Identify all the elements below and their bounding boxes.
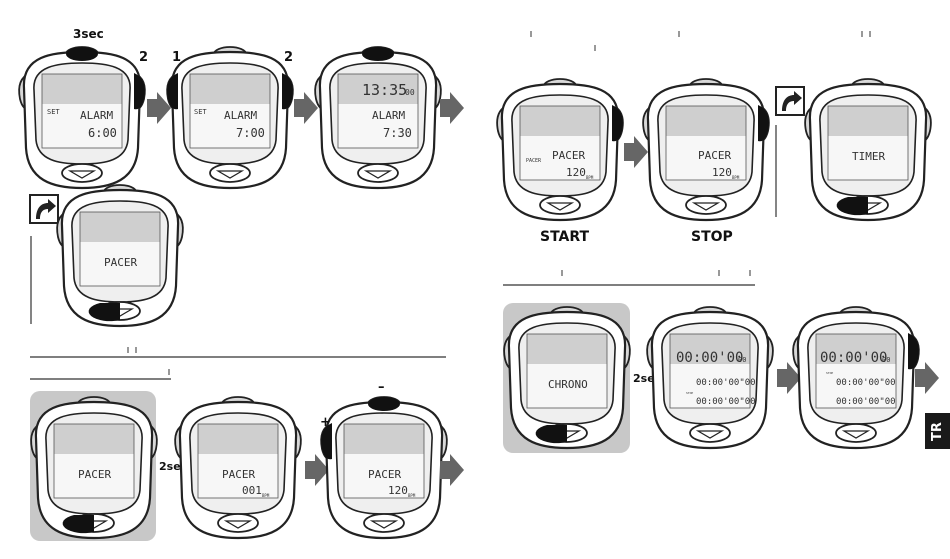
chrono-lap-time: 00:00'00"00 [836,397,896,407]
flow-arrow [440,454,464,486]
button-1-label: 1 [172,50,181,65]
clock-time: 13:35 [362,81,407,99]
alarm-time: 6:00 [88,126,117,140]
clock-seconds: 00 [405,88,415,97]
mode-change-icon [30,195,58,223]
bpm-unit: BPM [732,175,740,180]
pacer-mode-label: PACER [78,468,111,481]
timer-mode-label: TIMER [852,150,885,163]
alarm-time: 7:00 [236,126,265,140]
flow-arrow [440,92,464,124]
hold-3sec-label: 3sec [73,27,104,41]
start-label: START [540,229,590,245]
plus-label: + [320,415,331,430]
alarm-label: ALARM [224,109,257,122]
minus-label: – [378,380,385,395]
bpm-value: 120 [388,484,408,497]
chrono-split-time: 00:00'00"00 [696,378,756,388]
stop-tag: STOP [826,371,833,375]
flow-arrow [305,454,329,486]
stop-label: STOP [691,229,733,245]
button-2-label: 2 [139,50,148,65]
alarm-time: 7:30 [383,126,412,140]
pacer-mode-label: PACER [698,149,731,162]
bpm-unit: BPM [262,493,270,498]
stop-tag: STOP [686,391,693,395]
mode-change-icon [776,87,804,115]
language-tab: TR [925,413,950,449]
language-tab-label: TR [930,422,945,441]
alarm-label: ALARM [80,109,113,122]
alarm-label: ALARM [372,109,405,122]
flow-arrow [624,136,648,168]
bpm-value: 120 [712,166,732,179]
bpm-unit: BPM [408,493,416,498]
chrono-time-main-small: 00 [738,356,746,364]
bpm-value: 120 [566,166,586,179]
chrono-time-main: 00:00'00 [676,350,743,366]
pacer-mode-label: PACER [368,468,401,481]
pacer-mode-label: PACER [222,468,255,481]
pacer-mode-label: PACER [104,256,137,269]
chrono-time-main: 00:00'00 [820,350,887,366]
chrono-split-time: 00:00'00"00 [836,378,896,388]
pacer-indicator: PACER [526,158,542,164]
set-indicator: SET [47,108,60,116]
button-2-label: 2 [284,50,293,65]
pacer-mode-label: PACER [552,149,585,162]
flow-arrow [294,92,318,124]
bpm-initial: 001 [242,484,262,497]
flow-arrow [915,362,939,394]
set-indicator: SET [194,108,207,116]
bpm-unit: BPM [586,175,594,180]
chrono-mode-label: CHRONO [548,378,588,391]
chrono-time-main-small: 00 [882,356,890,364]
chrono-lap-time: 00:00'00"00 [696,397,756,407]
